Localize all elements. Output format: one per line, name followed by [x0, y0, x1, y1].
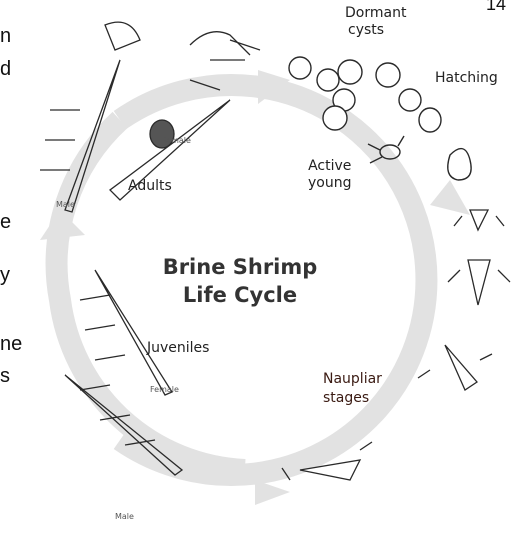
- label-female-adult: Female: [162, 136, 191, 145]
- arrow-head: [40, 210, 85, 240]
- text-fragment-2: d: [0, 58, 11, 81]
- label-hatching: Hatching: [435, 70, 498, 86]
- text-fragment-5: ne: [0, 333, 22, 356]
- arrow-head: [255, 480, 290, 505]
- label-male-adult: Male: [56, 200, 75, 209]
- label-dormant-cysts: Dormant cysts: [345, 5, 406, 39]
- page-number: 14: [486, 0, 506, 15]
- text-fragment-3: e: [0, 211, 11, 234]
- naupliar-larvae: [282, 210, 510, 480]
- title-line-2: Life Cycle: [155, 281, 325, 309]
- label-male-juvenile: Male: [115, 512, 134, 521]
- label-female-juvenile: Female: [150, 385, 179, 394]
- label-adults: Adults: [128, 178, 172, 194]
- label-active-young: Active young: [308, 158, 351, 192]
- arrow-head: [430, 180, 470, 215]
- diagram-title: Brine Shrimp Life Cycle: [155, 253, 325, 309]
- text-fragment-6: s: [0, 365, 10, 388]
- title-line-1: Brine Shrimp: [155, 253, 325, 281]
- text-fragment-1: n: [0, 25, 11, 48]
- label-naupliar-stages: Naupliar stages: [323, 370, 382, 408]
- text-fragment-4: y: [0, 264, 10, 287]
- label-juveniles: Juveniles: [147, 340, 209, 356]
